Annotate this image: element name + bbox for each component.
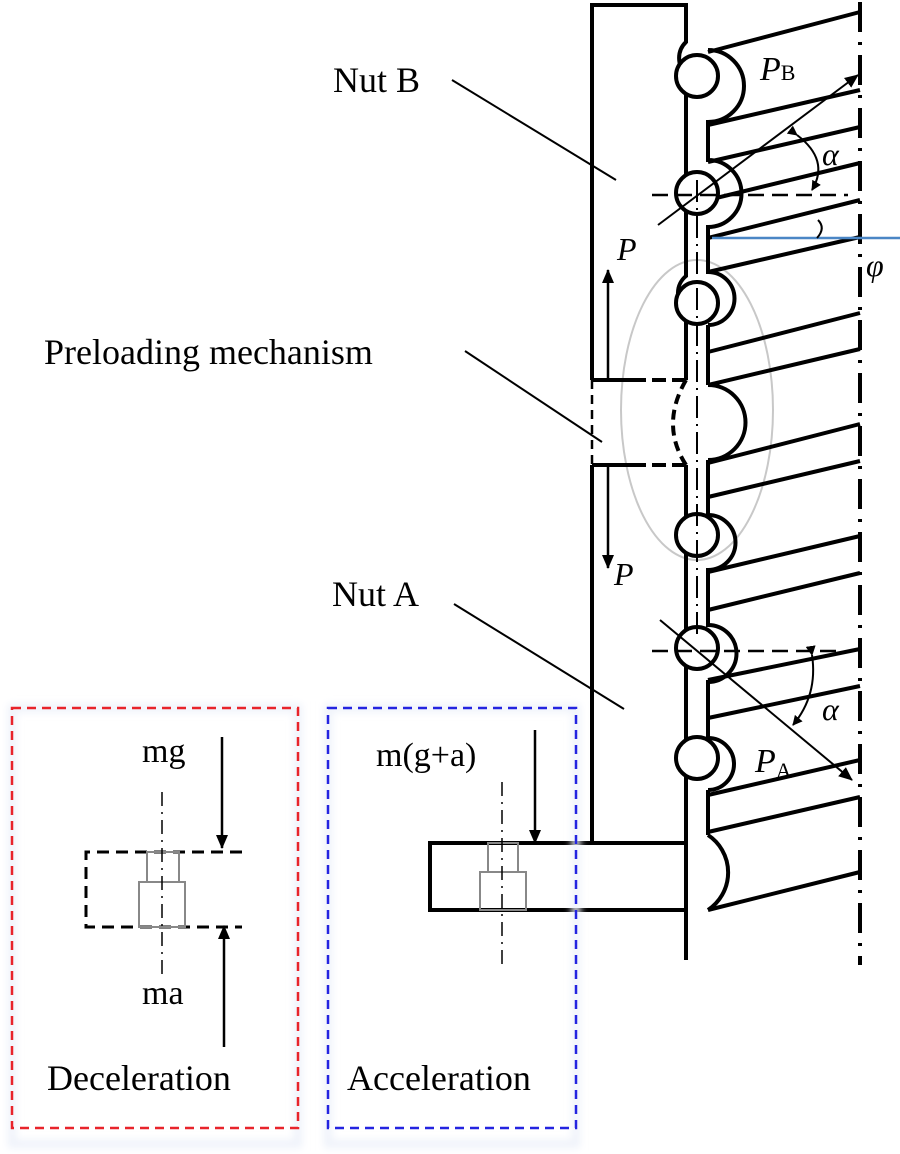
leader-nut-b [451,79,617,181]
alpha-arc-top [786,125,821,191]
helix-angle-arc [816,219,823,239]
flange-bolt [479,842,527,911]
acceleration-border [326,706,578,1130]
label-preload-force-down: P [613,556,634,592]
label-nut-b: Nut B [333,60,420,100]
leader-nut-a [453,603,625,710]
alpha-arc-bottom [792,645,816,726]
label-phi: φ [866,247,884,283]
screw-wall [706,48,748,912]
deceleration-panel: mg ma Deceleration [8,704,302,1148]
label-nut-a: Nut A [332,574,419,614]
acceleration-force-top: m(g+a) [376,737,476,774]
label-alpha-top: α [822,136,840,172]
label-preload-force-up: P [616,231,637,267]
force-pb-arrow [657,74,859,226]
leader-preload [464,350,603,443]
acceleration-panel: m(g+a) Acceleration [324,704,580,1148]
label-force-pa: PA [754,743,792,783]
deceleration-border [10,706,300,1130]
ball [674,53,720,99]
thread-lines [707,10,861,912]
nut-flange [428,841,686,912]
deceleration-force-bottom: ma [142,975,184,1012]
ball [674,735,720,781]
deceleration-title: Deceleration [47,1058,231,1098]
nut-body [590,3,688,843]
ghost-flange [84,850,242,929]
acceleration-title: Acceleration [347,1058,531,1098]
label-alpha-bottom: α [822,691,840,727]
label-force-pb: PB [759,51,795,88]
force-pa-arrow [659,619,853,781]
deceleration-force-top: mg [142,733,185,770]
label-preloading-mechanism: Preloading mechanism [44,332,373,372]
